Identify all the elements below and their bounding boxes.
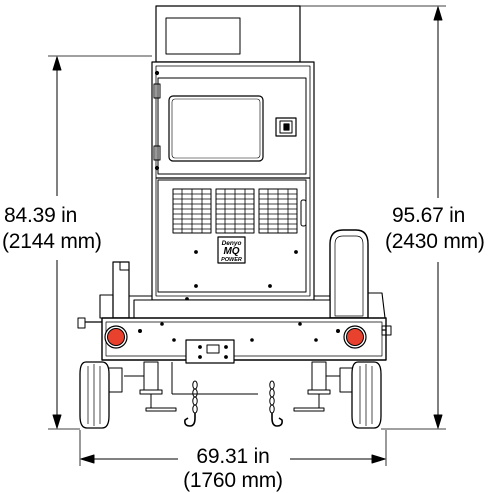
left-fender bbox=[99, 261, 152, 319]
dimension-width-overall bbox=[79, 430, 387, 466]
right-chain-hook-icon bbox=[271, 413, 283, 427]
width-inches-label: 69.31 in bbox=[196, 445, 269, 468]
cooling-vents bbox=[172, 188, 298, 234]
height-body-mm-label: (2144 mm) bbox=[2, 230, 102, 253]
svg-text:Denyo: Denyo bbox=[222, 240, 242, 247]
height-overall-inches-label: 95.67 in bbox=[392, 204, 465, 227]
brand-badge: Denyo MQ POWER bbox=[217, 236, 246, 264]
right-wheel bbox=[339, 361, 382, 429]
width-mm-label: (1760 mm) bbox=[183, 469, 283, 492]
dimension-height-body bbox=[48, 55, 152, 430]
svg-text:POWER: POWER bbox=[221, 257, 242, 263]
dimension-height-overall bbox=[300, 5, 446, 430]
enclosure-body bbox=[151, 61, 315, 301]
right-fender bbox=[314, 229, 386, 319]
left-wheel bbox=[79, 361, 123, 429]
control-switch-icon bbox=[275, 117, 297, 137]
left-tail-light bbox=[104, 325, 128, 349]
right-tail-light bbox=[343, 325, 367, 349]
height-overall-mm-label: (2430 mm) bbox=[385, 230, 485, 253]
top-canopy bbox=[155, 5, 301, 63]
stabilizer-jacks bbox=[124, 361, 340, 412]
left-chain-hook-icon bbox=[184, 413, 196, 427]
safety-chains bbox=[171, 362, 283, 427]
height-body-inches-label: 84.39 in bbox=[4, 204, 77, 227]
svg-text:MQ: MQ bbox=[223, 246, 239, 257]
trailer-frame bbox=[77, 299, 392, 364]
